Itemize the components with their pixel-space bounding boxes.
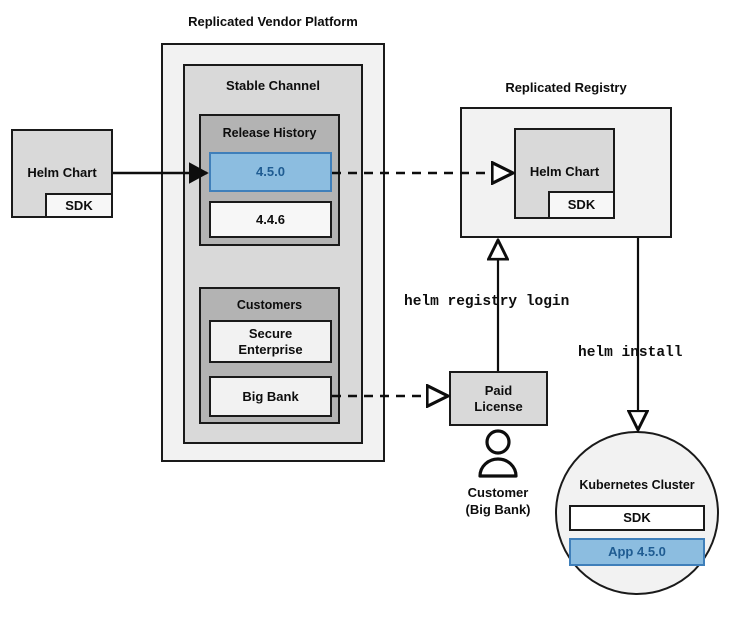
stable-channel-label: Stable Channel bbox=[226, 78, 320, 93]
paid-license[interactable]: Paid License bbox=[449, 371, 548, 426]
big-bank-label: Big Bank bbox=[242, 388, 299, 404]
paid-license-line2: License bbox=[474, 398, 523, 414]
cluster-component-sdk[interactable]: SDK bbox=[569, 505, 705, 531]
source-helm-chart-label: Helm Chart bbox=[27, 165, 97, 180]
secure-enterprise-line2: Enterprise bbox=[238, 341, 303, 357]
person-icon bbox=[478, 429, 518, 478]
paid-license-line1: Paid bbox=[484, 383, 513, 399]
kubernetes-cluster-label: Kubernetes Cluster bbox=[579, 478, 695, 492]
customer-actor-label-line1: Customer bbox=[467, 485, 529, 500]
registry-helm-chart-sdk[interactable]: SDK bbox=[548, 191, 615, 219]
secure-enterprise-line1: Secure bbox=[248, 326, 293, 342]
customer-actor-label-line2: (Big Bank) bbox=[465, 502, 531, 517]
customers-label: Customers bbox=[236, 298, 303, 312]
release-4-5-0[interactable]: 4.5.0 bbox=[209, 152, 332, 192]
release-4-5-0-label: 4.5.0 bbox=[256, 164, 285, 180]
cluster-sdk-label: SDK bbox=[623, 510, 651, 526]
release-history-label: Release History bbox=[222, 126, 317, 140]
source-helm-chart-sdk[interactable]: SDK bbox=[45, 193, 113, 218]
vendor-platform-title: Replicated Vendor Platform bbox=[188, 14, 358, 29]
release-4-4-6[interactable]: 4.4.6 bbox=[209, 201, 332, 238]
customer-secure-enterprise[interactable]: Secure Enterprise bbox=[209, 320, 332, 363]
command-registry-login: helm registry login bbox=[404, 294, 570, 310]
release-4-4-6-label: 4.4.6 bbox=[256, 211, 285, 227]
command-helm-install: helm install bbox=[578, 345, 683, 361]
registry-title: Replicated Registry bbox=[505, 80, 627, 95]
customer-big-bank[interactable]: Big Bank bbox=[209, 376, 332, 417]
source-sdk-label: SDK bbox=[65, 197, 93, 213]
cluster-component-app[interactable]: App 4.5.0 bbox=[569, 538, 705, 566]
cluster-app-label: App 4.5.0 bbox=[608, 544, 666, 560]
registry-helm-chart-label: Helm Chart bbox=[529, 164, 600, 179]
registry-sdk-label: SDK bbox=[567, 197, 596, 213]
